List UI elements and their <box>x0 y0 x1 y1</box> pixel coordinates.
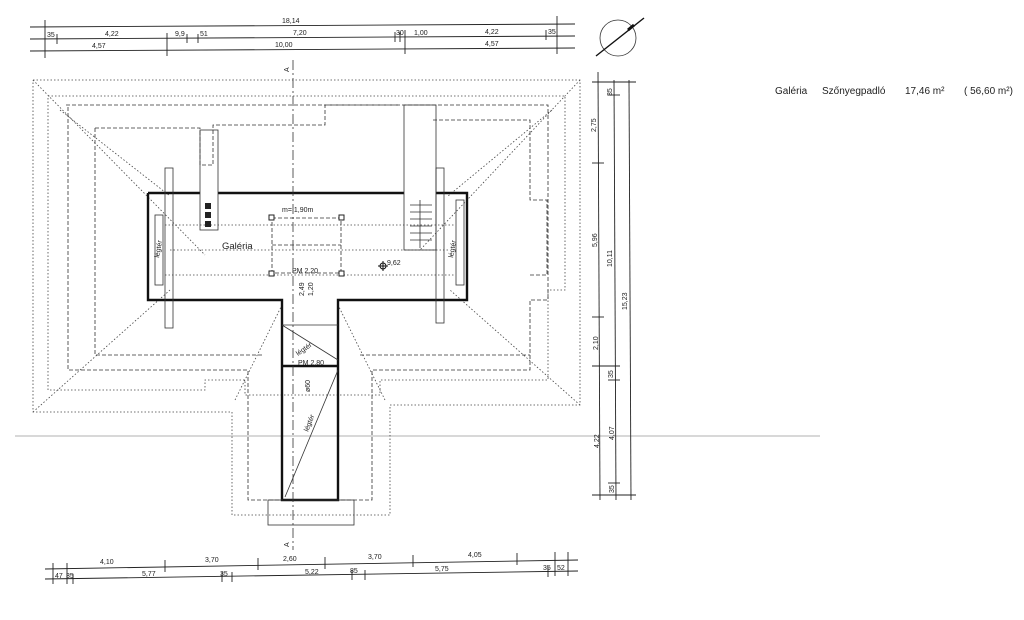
dim-top: 35 <box>47 32 55 39</box>
dim-bottom: 5,75 <box>435 566 449 573</box>
dim-bottom: 2,60 <box>283 556 297 563</box>
void-label: légtér <box>303 413 316 432</box>
dim-bottom: 85 <box>350 568 358 575</box>
dim-bottom: 3,70 <box>205 557 219 564</box>
dim-right: 4,07 <box>609 426 616 440</box>
schedule-floor: Szőnyegpadló <box>822 86 886 97</box>
dim-bottom: 35 <box>66 573 74 580</box>
schedule-area: 17,46 m² <box>905 86 945 97</box>
dim-top: 4,22 <box>105 31 119 38</box>
dim-bottom: 47 <box>55 573 63 580</box>
schedule-total: ( 56,60 m²) <box>964 86 1013 97</box>
dim-top: 4,22 <box>485 29 499 36</box>
staircase <box>410 200 432 248</box>
ridge-height-label: m= 1,90m <box>282 207 313 214</box>
dim-right: 35 <box>607 88 614 96</box>
diameter-label: ø60 <box>305 380 312 392</box>
top-dimension-chain: 18,14 35 4,22 9,9 51 7,20 30 1,00 4,22 3… <box>29 16 576 58</box>
dim-right: 5,96 <box>592 233 599 247</box>
schedule-room: Galéria <box>775 86 808 97</box>
room-label-galeria: Galéria <box>222 241 253 252</box>
level-label: 9,62 <box>387 260 401 267</box>
dim-bottom: 4,05 <box>468 552 482 559</box>
dim-right: 2,10 <box>593 336 600 350</box>
chimney-icon <box>205 203 211 227</box>
void-label: légtér <box>295 341 314 357</box>
section-marker-top: A <box>284 67 291 72</box>
dim-top: 4,57 <box>485 41 499 48</box>
pm-label: PM 2,80 <box>298 360 324 367</box>
pm-label: PM 2,20 <box>292 268 318 275</box>
dim-top: 4,57 <box>92 43 106 50</box>
dim-top: 9,9 <box>175 31 185 38</box>
dim-top: 10,00 <box>275 42 293 49</box>
dim-bottom: 5,77 <box>142 571 156 578</box>
dim-bottom: 35 <box>543 565 551 572</box>
dim-right: 2,75 <box>591 118 598 132</box>
dim-top: 1,00 <box>414 30 428 37</box>
dim-top: 51 <box>200 31 208 38</box>
dim-right: 10,11 <box>607 250 614 267</box>
bottom-dimension-chain: 4,10 3,70 2,60 3,70 4,05 47 35 5,77 35 5… <box>44 552 579 584</box>
dim-right: 15,23 <box>622 292 629 310</box>
dim-overall: 18,14 <box>282 18 300 25</box>
section-marker-bottom: A <box>284 542 291 547</box>
dim-label: 2,49 <box>299 282 306 296</box>
dim-bottom: 5,22 <box>305 569 319 576</box>
eave-lines <box>66 104 549 501</box>
north-arrow-icon <box>595 17 645 57</box>
level-marker-icon <box>378 261 388 271</box>
dim-label: 1,20 <box>308 282 315 296</box>
void-label: légtér <box>448 239 458 258</box>
roof-outline <box>32 79 581 516</box>
dim-right: 35 <box>608 370 615 378</box>
dim-bottom: 4,10 <box>100 559 114 566</box>
dim-top: 7,20 <box>293 30 307 37</box>
right-dimension-chain: 2,75 5,96 2,10 4,22 35 10,11 35 4,07 35 … <box>591 71 636 501</box>
walls <box>146 104 469 526</box>
dim-top: 30 <box>396 30 404 37</box>
dim-bottom: 3,70 <box>368 554 382 561</box>
dim-bottom: 52 <box>557 565 565 572</box>
dim-right: 35 <box>609 485 616 493</box>
dim-bottom: 35 <box>220 571 228 578</box>
dim-right: 4,22 <box>594 434 601 448</box>
void-label: légtér <box>154 239 164 258</box>
beam-grid <box>268 214 345 277</box>
dim-top: 35 <box>548 29 556 36</box>
